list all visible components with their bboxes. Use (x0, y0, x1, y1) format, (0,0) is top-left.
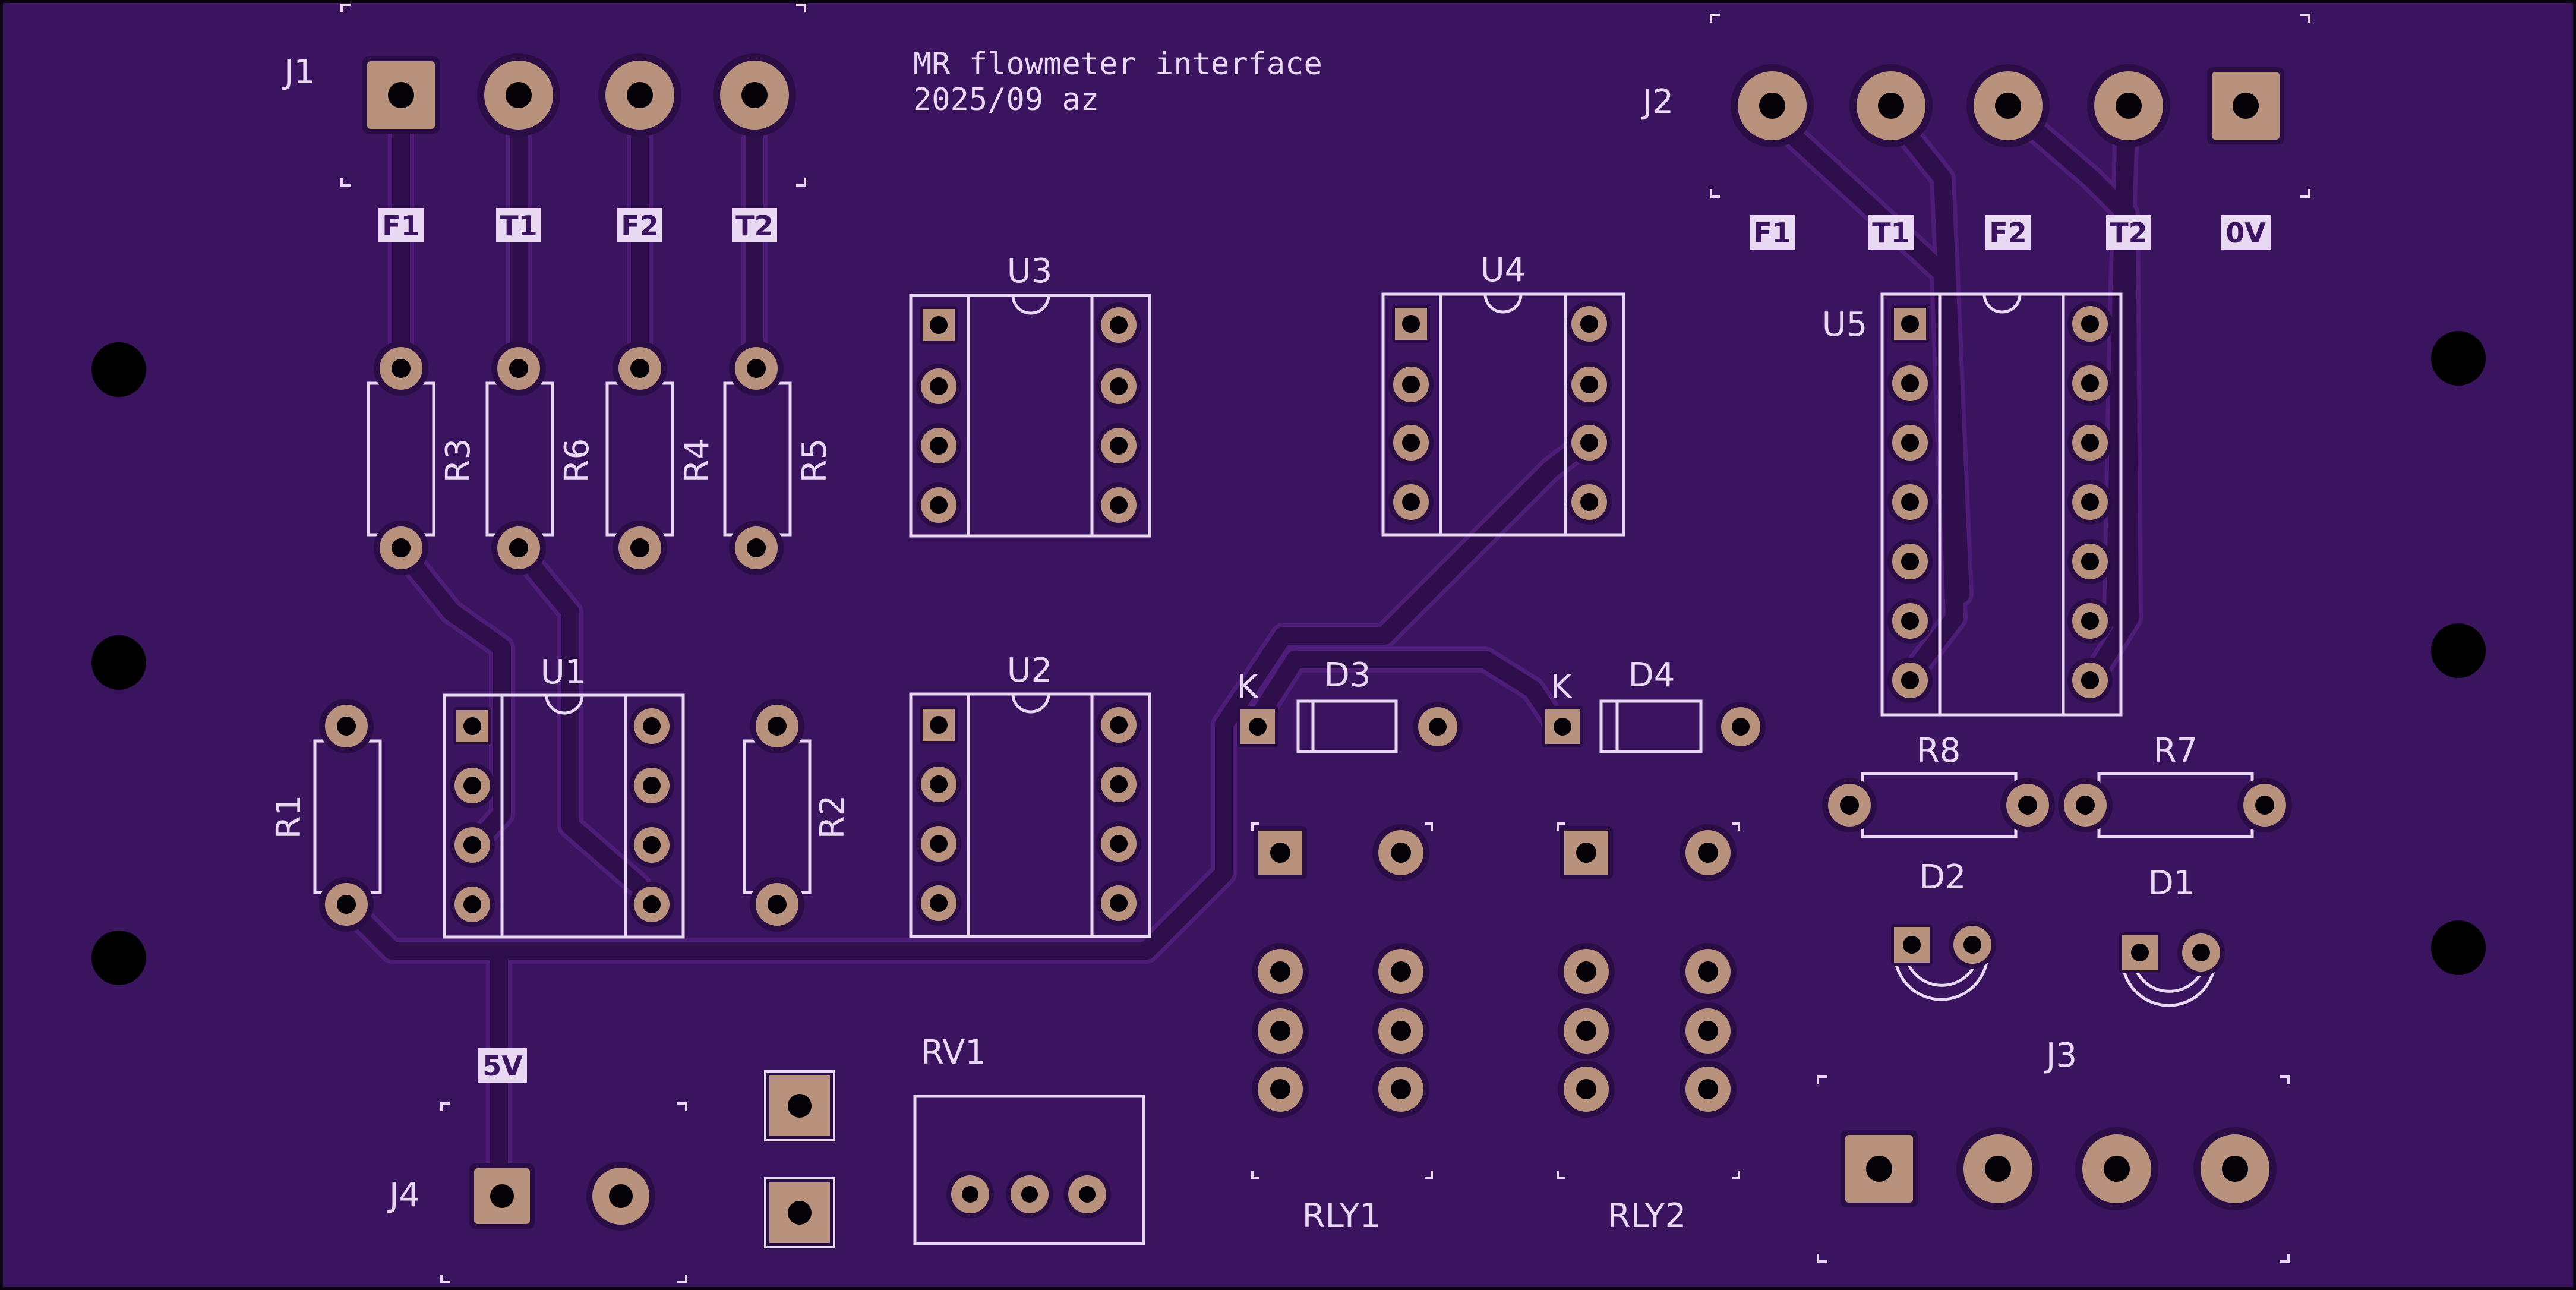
title-line-2: 2025/09 az (913, 82, 1099, 118)
led-d2[interactable]: D2 (1891, 858, 1996, 1001)
j2-tag-f2: F2 (1989, 217, 2026, 249)
u4-ref: U4 (1480, 251, 1526, 289)
ic-u3[interactable]: U3 (909, 252, 1151, 538)
j2-tag-f1: F1 (1753, 217, 1791, 249)
relay-rly2[interactable]: RLY2 (1557, 822, 1740, 1235)
connector-j3[interactable]: J3 (1817, 1036, 2290, 1263)
r2-ref: R2 (813, 795, 852, 840)
resistor-r8[interactable]: R8 (1822, 731, 2055, 838)
led-d1[interactable]: D1 (2119, 864, 2225, 1007)
r1-ref: R1 (270, 795, 308, 840)
diode-d3[interactable]: K D3 (1237, 656, 1463, 753)
d3-cathode-mark: K (1237, 668, 1259, 706)
ic-u4[interactable]: U4 (1381, 251, 1625, 537)
r8-ref: R8 (1917, 731, 1961, 770)
d4-ref: D4 (1628, 656, 1675, 695)
resistor-r4[interactable]: R4 (605, 341, 716, 575)
rv1-ref: RV1 (921, 1033, 986, 1072)
u2-ref: U2 (1007, 651, 1053, 690)
diode-d4[interactable]: K D4 (1542, 656, 1766, 753)
u3-ref: U3 (1007, 252, 1053, 291)
ic-u1[interactable]: U1 (443, 653, 685, 939)
resistor-r1[interactable]: R1 (270, 699, 382, 932)
r6-ref: R6 (558, 439, 596, 483)
mounting-holes (91, 331, 2486, 985)
mounting-hole (2431, 920, 2486, 975)
mounting-hole (91, 931, 146, 985)
ic-u5[interactable]: U5 (1822, 292, 2123, 717)
ic-u2[interactable]: U2 (909, 651, 1151, 938)
resistor-r3[interactable]: R3 (367, 341, 478, 575)
d4-cathode-mark: K (1551, 668, 1573, 706)
j1-tag-t2: T2 (735, 210, 773, 242)
resistor-r5[interactable]: R5 (723, 341, 834, 575)
j2-tag-t2: T2 (2110, 217, 2147, 249)
test-pads (763, 1070, 836, 1249)
j2-pin-tags: F1 T1 F2 T2 0V (1750, 215, 2271, 250)
u1-ref: U1 (541, 653, 586, 692)
mounting-hole (91, 342, 146, 397)
j1-pin-tags: F1 T1 F2 T2 (378, 208, 777, 242)
resistor-r6[interactable]: R6 (485, 341, 596, 575)
r7-ref: R7 (2154, 731, 2198, 770)
connector-j4[interactable]: 5V J4 (387, 1048, 687, 1283)
resistor-r2[interactable]: R2 (743, 699, 852, 932)
title-line-1: MR flowmeter interface (913, 46, 1322, 82)
d2-ref: D2 (1920, 858, 1966, 897)
j1-tag-f2: F2 (621, 210, 658, 242)
j3-ref: J3 (2044, 1036, 2077, 1075)
j2-tag-0v: 0V (2225, 217, 2266, 249)
j1-ref: J1 (282, 53, 315, 92)
u5-ref: U5 (1822, 305, 1868, 344)
potentiometer-rv1[interactable]: RV1 (913, 1033, 1145, 1245)
j4-ref: J4 (387, 1176, 420, 1215)
j4-tag-5v: 5V (482, 1050, 523, 1082)
d1-ref: D1 (2148, 864, 2195, 903)
rly2-ref: RLY2 (1608, 1197, 1687, 1235)
mounting-hole (91, 635, 146, 690)
connector-j2[interactable]: J2 F1 T1 F2 T2 0V (1641, 14, 2310, 250)
j1-tag-f1: F1 (382, 210, 419, 242)
mounting-hole (2431, 623, 2486, 678)
mounting-hole (2431, 331, 2486, 386)
r4-ref: R4 (678, 439, 716, 483)
j2-tag-t1: T1 (1872, 217, 1909, 249)
rly1-ref: RLY1 (1302, 1197, 1381, 1235)
connector-j1[interactable]: J1 F1 T1 F2 T2 (282, 4, 806, 242)
board-title: MR flowmeter interface 2025/09 az (913, 46, 1322, 118)
d3-ref: D3 (1324, 656, 1371, 695)
relay-rly1[interactable]: RLY1 (1251, 822, 1433, 1235)
r5-ref: R5 (795, 439, 834, 483)
resistor-r7[interactable]: R7 (2058, 731, 2292, 838)
j1-tag-t1: T1 (500, 210, 537, 242)
j2-ref: J2 (1641, 83, 1674, 121)
r3-ref: R3 (439, 439, 478, 483)
